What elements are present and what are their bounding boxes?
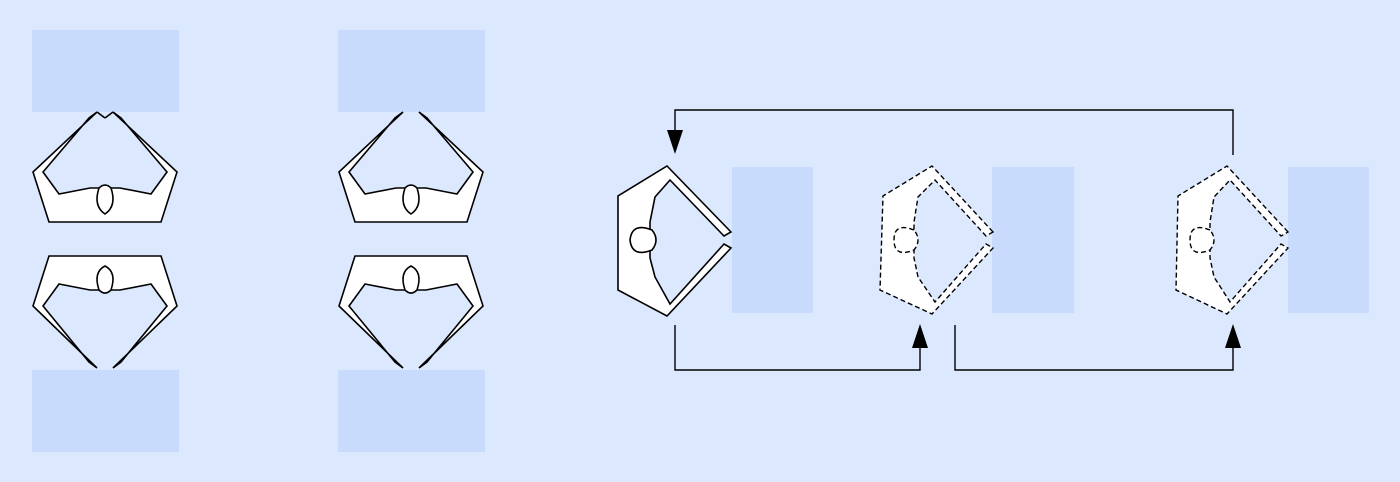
pad-bottom-left: [32, 370, 179, 452]
stage-3-gripper: [1175, 165, 1290, 315]
gripper-up-2: [338, 111, 484, 223]
pad-top-left: [32, 30, 179, 112]
arrow-stage2-to-stage3: [954, 324, 1241, 371]
stage-2-gripper: [879, 165, 995, 315]
pad-top-mid: [338, 30, 485, 112]
gripper-down-2: [338, 255, 484, 369]
gripper-down-1: [32, 255, 178, 369]
arrow-stage3-to-stage1: [667, 109, 1234, 155]
pad-stage-2: [992, 167, 1074, 313]
pad-stage-1: [732, 167, 813, 313]
stage-1-gripper: [617, 164, 733, 317]
pad-stage-3: [1288, 167, 1369, 313]
arrow-stage1-to-stage2: [674, 324, 928, 371]
pad-bottom-mid: [338, 370, 485, 452]
gripper-up-1: [32, 111, 178, 223]
